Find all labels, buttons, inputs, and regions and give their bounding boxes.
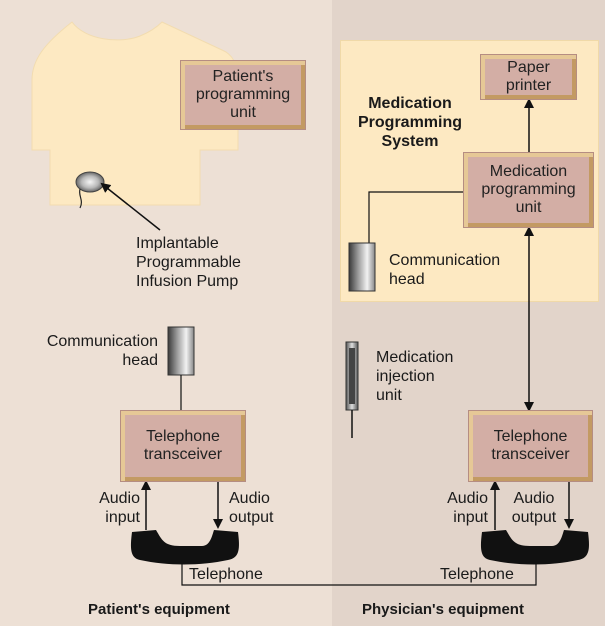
communication-head-patient-label: Communication head <box>46 333 158 369</box>
telephone-left-label: Telephone <box>189 566 263 583</box>
implantable-pump-label: Implantable Programmable Infusion Pump <box>136 235 241 290</box>
telephone-right-label: Telephone <box>440 566 514 583</box>
physician-audio-input-label: Audio input <box>447 490 488 526</box>
patient-audio-output-label: Audio output <box>229 490 274 526</box>
communication-head-patient-icon <box>167 326 195 376</box>
physician-telephone-transceiver: Telephone transceiver <box>468 410 593 482</box>
paper-printer: Paper printer <box>480 54 577 100</box>
physician-audio-output-label: Audio output <box>511 490 557 526</box>
communication-head-physician-icon <box>348 242 376 292</box>
infusion-pump-icon <box>75 171 105 193</box>
patient-equipment-label: Patient's equipment <box>88 601 230 618</box>
physician-equipment-label: Physician's equipment <box>362 601 524 618</box>
patient-programming-unit: Patient's programming unit <box>180 60 306 130</box>
medication-programming-unit: Medication programming unit <box>463 152 594 228</box>
medication-programming-system-label: Medication Programming System <box>358 95 463 150</box>
physician-telephone-handset-icon <box>480 530 589 565</box>
medication-injection-unit-label: Medication injection unit <box>376 349 454 404</box>
communication-head-physician-label: Communication head <box>389 252 501 288</box>
patient-audio-input-label: Audio input <box>99 490 140 526</box>
patient-telephone-handset-icon <box>130 530 239 565</box>
patient-telephone-transceiver: Telephone transceiver <box>120 410 246 482</box>
